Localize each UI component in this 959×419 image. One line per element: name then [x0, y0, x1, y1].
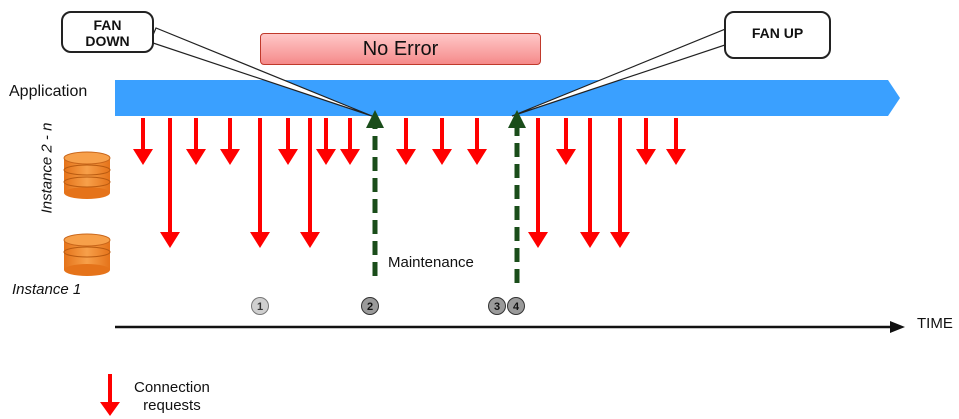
connection-request-arrow	[160, 118, 180, 248]
timeline-marker-4: 4	[507, 297, 525, 315]
connection-request-arrow	[133, 118, 153, 165]
connection-request-arrow	[432, 118, 452, 165]
timeline-marker-3: 3	[488, 297, 506, 315]
status-banner: No Error	[260, 33, 541, 65]
connection-request-arrow	[467, 118, 487, 165]
connection-request-arrow	[396, 118, 416, 165]
timeline-marker-1: 1	[251, 297, 269, 315]
application-label: Application	[9, 83, 88, 100]
connection-request-arrow	[528, 118, 548, 248]
connection-request-arrow	[666, 118, 686, 165]
application-bar	[115, 80, 900, 116]
connection-request-arrow	[250, 118, 270, 248]
legend-label: Connection requests	[134, 379, 210, 414]
legend-arrow-icon	[100, 374, 120, 416]
timeline-marker-2: 2	[361, 297, 379, 315]
connection-request-arrow	[316, 118, 336, 165]
database-instance-group-icon	[63, 151, 111, 199]
fan-down-label: FAN DOWN	[85, 17, 130, 49]
connection-request-arrow	[186, 118, 206, 165]
time-axis	[115, 321, 905, 333]
maintenance-label: Maintenance	[388, 254, 474, 271]
connection-request-arrow	[580, 118, 600, 248]
fan-down-callout: FAN DOWN	[61, 11, 154, 53]
fan-up-label: FAN UP	[751, 25, 804, 41]
connection-request-arrows	[133, 118, 686, 248]
connection-request-arrow	[556, 118, 576, 165]
instance-group-label: Instance 2 - n	[38, 122, 56, 214]
connection-request-arrow	[636, 118, 656, 165]
time-axis-label: TIME	[917, 315, 953, 332]
database-instance-1-icon	[63, 233, 111, 276]
fan-up-callout: FAN UP	[724, 11, 831, 59]
connection-request-arrow	[300, 118, 320, 248]
connection-request-arrow	[340, 118, 360, 165]
maintenance-arrow-fan-up	[508, 110, 526, 283]
connection-request-arrow	[220, 118, 240, 165]
instance-1-label: Instance 1	[12, 281, 82, 298]
connection-request-arrow	[278, 118, 298, 165]
maintenance-arrow-fan-down	[366, 110, 384, 276]
connection-request-arrow	[610, 118, 630, 248]
